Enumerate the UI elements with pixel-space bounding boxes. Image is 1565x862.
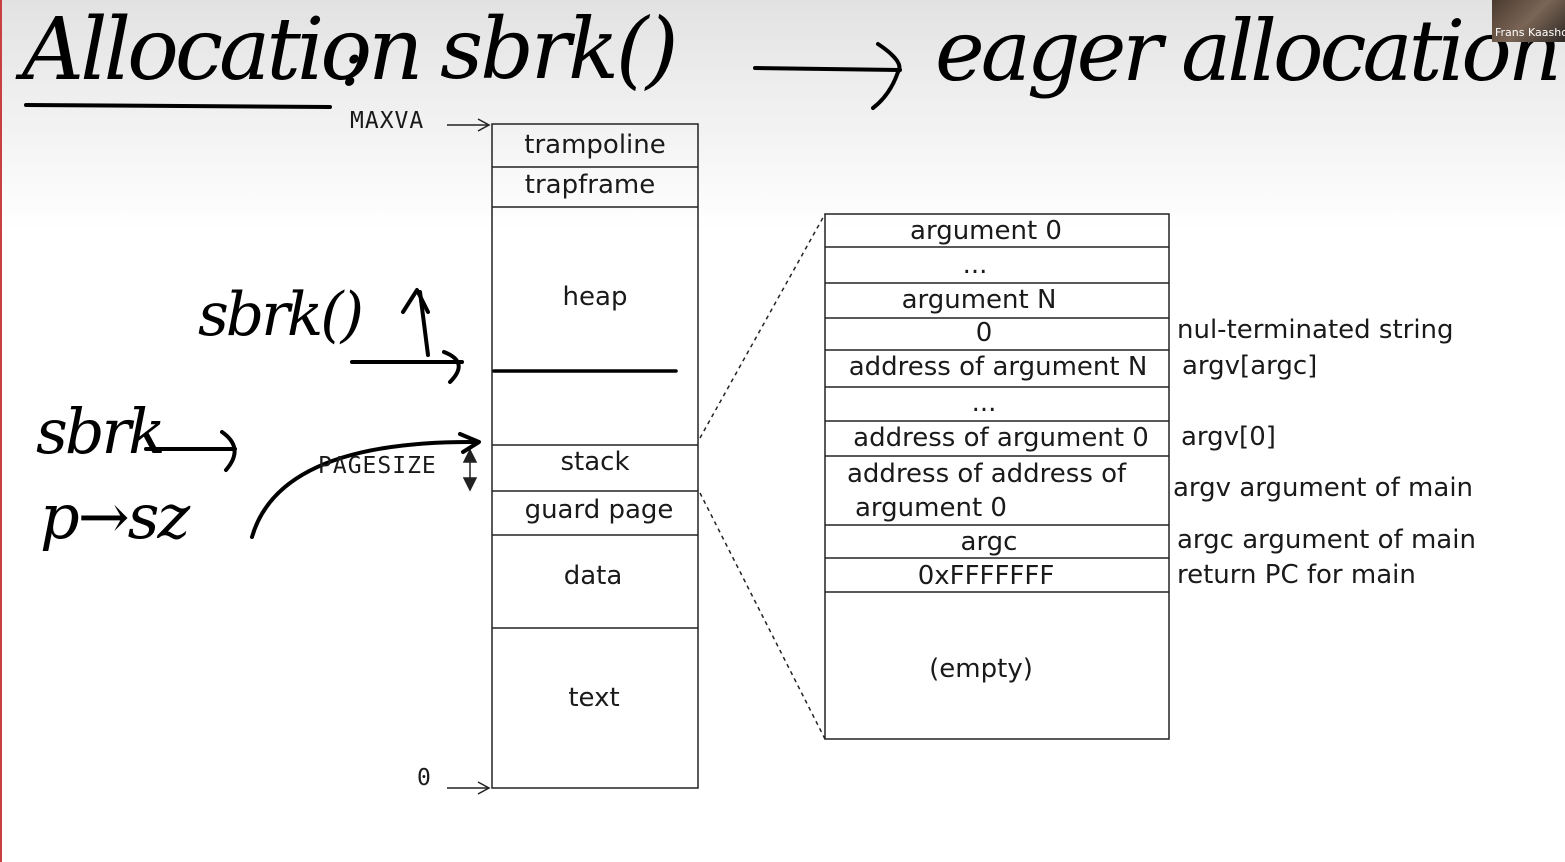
stack-detail-box xyxy=(824,213,1170,740)
note-p-sz: p→sz xyxy=(40,480,190,553)
cell-addr-addr-line1: address of address of xyxy=(847,459,1127,489)
sbrk-arrow-head xyxy=(220,430,237,472)
heap-arrow-head xyxy=(442,350,461,384)
side-argv-0: argv[0] xyxy=(1181,422,1276,452)
note-sbrk: sbrk xyxy=(36,395,166,468)
title-colon: : xyxy=(340,20,364,102)
eager-arrow-line xyxy=(753,66,902,72)
eager-arrow-head xyxy=(871,42,902,110)
side-argv-argc: argv[argc] xyxy=(1182,351,1318,381)
region-trapframe: trapframe xyxy=(524,170,656,200)
webcam-name-label: Frans Kaashoek xyxy=(1495,26,1565,39)
pagesize-label: PAGESIZE xyxy=(318,453,437,479)
pagesize-double-arrow xyxy=(462,448,478,492)
up-arrow-head xyxy=(401,288,430,314)
address-space-box xyxy=(491,123,699,789)
zoom-line-bottom xyxy=(699,492,826,740)
cell-argc: argc xyxy=(960,527,1018,557)
cell-return-pc-value: 0xFFFFFFF xyxy=(917,561,1055,591)
slide-background xyxy=(0,0,1565,230)
region-trampoline: trampoline xyxy=(524,130,666,160)
region-guard-page: guard page xyxy=(524,495,674,525)
cell-ellipsis-1: ... xyxy=(962,250,988,280)
cell-addr-addr-line2: argument 0 xyxy=(855,493,1007,523)
side-nul-terminated: nul-terminated string xyxy=(1177,315,1454,345)
side-return-pc: return PC for main xyxy=(1177,560,1416,590)
cell-addr-argument-0: address of argument 0 xyxy=(853,423,1149,453)
region-stack: stack xyxy=(560,447,630,477)
title-eager-allocation: eager allocation xyxy=(935,2,1562,100)
slide-edge xyxy=(0,0,2,862)
region-heap: heap xyxy=(562,282,628,312)
region-text: text xyxy=(568,683,620,713)
cell-empty: (empty) xyxy=(929,654,1033,684)
curved-arrow-line xyxy=(250,439,480,539)
title-sbrk: sbrk() xyxy=(440,0,678,98)
title-allocation: Allocation xyxy=(22,0,424,100)
curved-arrow-head xyxy=(458,432,481,454)
webcam-thumbnail: Frans Kaashoek xyxy=(1492,0,1565,42)
cell-null: 0 xyxy=(975,318,993,348)
zoom-line-top xyxy=(699,213,826,439)
note-sbrk-up: sbrk() xyxy=(198,280,364,350)
region-data: data xyxy=(563,561,623,591)
cell-addr-argument-n: address of argument N xyxy=(848,352,1148,382)
side-argv-main: argv argument of main xyxy=(1173,473,1474,503)
cell-argument-0: argument 0 xyxy=(910,216,1062,246)
zero-label: 0 xyxy=(417,765,432,791)
side-argc-main: argc argument of main xyxy=(1177,525,1476,555)
maxva-label: MAXVA xyxy=(350,108,425,134)
title-underline xyxy=(24,103,332,109)
cell-ellipsis-2: ... xyxy=(971,388,997,418)
cell-argument-n: argument N xyxy=(901,285,1057,315)
